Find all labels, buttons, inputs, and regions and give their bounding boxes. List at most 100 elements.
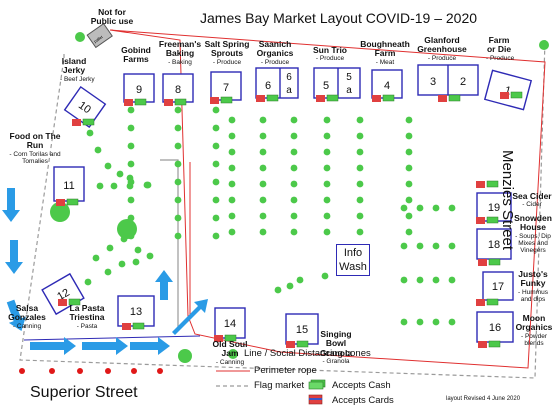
- not-for-public-icon: pallet: [86, 23, 113, 49]
- cash-icon: [174, 98, 187, 106]
- cone: [416, 318, 424, 326]
- card-icon: [124, 99, 133, 106]
- cone: [174, 178, 182, 186]
- cone: [448, 242, 456, 250]
- arrow-right-icon: [82, 337, 128, 355]
- booths: [41, 64, 533, 345]
- cone: [290, 132, 298, 140]
- vendor-gobind-farms: Gobind Farms: [121, 45, 151, 65]
- cash-icon: [82, 118, 95, 126]
- cone: [356, 148, 364, 156]
- booth-16[interactable]: [476, 311, 514, 343]
- cone: [104, 162, 112, 170]
- cash-icon: [448, 94, 461, 102]
- cone: [86, 129, 94, 137]
- vendor-food-on-the-run: Food on The Run - Corn Torilas and Tomal…: [9, 131, 61, 165]
- card-icon: [478, 259, 487, 266]
- cone: [356, 196, 364, 204]
- booth-19[interactable]: [476, 192, 512, 222]
- legend-cash-icon: [308, 379, 326, 390]
- large-cone: [178, 349, 192, 363]
- cone: [120, 235, 128, 243]
- cone: [110, 182, 118, 190]
- booth-number: 3: [430, 76, 436, 88]
- booth-15[interactable]: [285, 313, 319, 345]
- cone: [212, 106, 220, 114]
- cone: [448, 204, 456, 212]
- cone: [212, 178, 220, 186]
- legend-perimeter-label: Perimeter rope: [254, 365, 317, 376]
- cone: [323, 164, 331, 172]
- cone: [448, 276, 456, 284]
- vendor-freemans-baking: Freeman's Baking - Baking: [158, 39, 202, 66]
- cone: [127, 214, 135, 222]
- cone: [259, 164, 267, 172]
- cone: [405, 132, 413, 140]
- cone: [400, 276, 408, 284]
- booth-8[interactable]: [162, 73, 194, 103]
- vendor-boughneath-farm: Boughneath Farm - Meat: [360, 39, 410, 66]
- cone: [432, 204, 440, 212]
- vendor-singing-bowl-granola: Singing Bowl Granola - Granola: [319, 329, 353, 366]
- cone: [290, 148, 298, 156]
- cone: [405, 196, 413, 204]
- cone: [405, 148, 413, 156]
- cone: [448, 318, 456, 326]
- cone: [432, 242, 440, 250]
- cone: [96, 182, 104, 190]
- vendor-sun-trio: Sun Trio - Produce: [313, 45, 347, 63]
- booth-number: 7: [223, 82, 229, 94]
- booth-18[interactable]: [476, 228, 512, 260]
- arrow-down-icon: [2, 188, 20, 222]
- cone: [127, 196, 135, 204]
- booth-number-5a-bottom: a: [346, 85, 352, 96]
- cone: [127, 160, 135, 168]
- arrow-down-icon: [5, 240, 23, 274]
- cone: [416, 276, 424, 284]
- card-icon: [56, 199, 65, 206]
- vendor-saanich-organics: Saanich Organics - Produce: [256, 39, 294, 66]
- cone: [174, 124, 182, 132]
- cone: [290, 196, 298, 204]
- cone: [274, 286, 282, 294]
- cone: [323, 196, 331, 204]
- cone: [127, 232, 135, 240]
- booth-14[interactable]: [214, 307, 246, 339]
- cone: [416, 242, 424, 250]
- cone: [290, 212, 298, 220]
- cash-icon: [224, 334, 237, 342]
- cone: [228, 132, 236, 140]
- booth-7[interactable]: [210, 71, 242, 101]
- cone: [75, 32, 85, 42]
- booth-10[interactable]: [63, 85, 107, 129]
- info-wash-station[interactable]: Info Wash: [336, 244, 370, 276]
- booth-5[interactable]: [313, 67, 361, 99]
- booth-number: 10: [76, 99, 93, 116]
- cone: [323, 132, 331, 140]
- booth-1[interactable]: [483, 69, 533, 111]
- legend-cone-icon: [228, 349, 238, 359]
- cash-icon: [488, 258, 501, 266]
- legend-cones-label: Line / Social Distancing cones: [244, 348, 371, 359]
- cash-icon: [68, 298, 81, 306]
- cash-icon: [220, 96, 233, 104]
- card-icon: [476, 181, 485, 188]
- cone: [174, 214, 182, 222]
- cone: [259, 196, 267, 204]
- cone: [405, 180, 413, 188]
- cone: [400, 242, 408, 250]
- cone: [259, 180, 267, 188]
- cone: [174, 160, 182, 168]
- vendor-moon-organics: Moon Organics - Powder blends: [515, 313, 553, 347]
- booth-number: 18: [488, 239, 500, 251]
- cone: [356, 164, 364, 172]
- card-icon: [438, 95, 447, 102]
- cone: [290, 116, 298, 124]
- cone: [228, 148, 236, 156]
- cash-icon: [510, 91, 523, 99]
- cone: [174, 106, 182, 114]
- booth-number-6a-top: 6: [286, 72, 292, 83]
- cone: [116, 170, 124, 178]
- arrow-down-icon: [6, 299, 26, 332]
